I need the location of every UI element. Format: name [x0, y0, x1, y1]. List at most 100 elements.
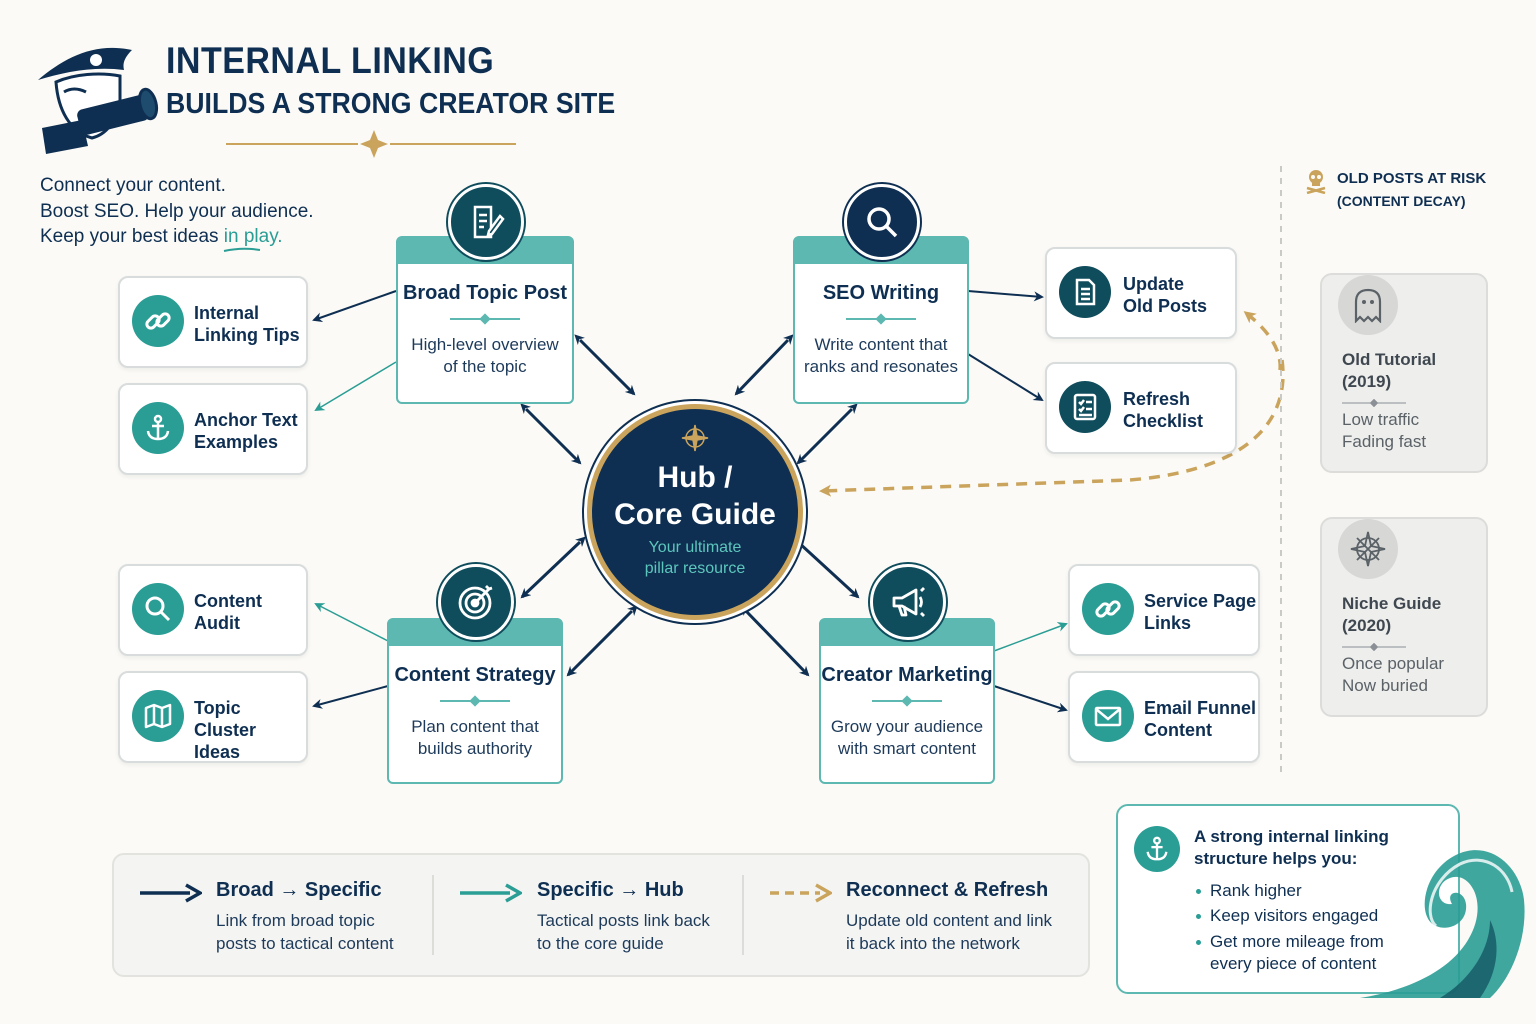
legend-arrow-solid-navy [140, 883, 202, 903]
compass-icon [1338, 519, 1398, 579]
leaf-line-2: Links [1144, 613, 1192, 633]
legend-desc-line-2: it back into the network [846, 934, 1020, 953]
legend-title-broad-specific: Broad → Specific [216, 879, 382, 901]
legend-desc-line-1: Update old content and link [846, 911, 1053, 930]
node-separator [872, 700, 942, 702]
leaf-line-2: Content [1144, 720, 1212, 740]
leaf-line-1: Email Funnel [1144, 698, 1257, 718]
document-pen-icon [448, 184, 524, 260]
benefits-heading-line-2: structure helps you: [1194, 849, 1358, 868]
link-icon [132, 295, 184, 347]
wave-icon [1360, 850, 1525, 998]
desc-line-1: Plan content that [411, 717, 539, 736]
desc-line-2: of the topic [443, 357, 527, 376]
risk-card-name: Niche Guide(2020) [1342, 593, 1441, 637]
legend-desc-line-1: Tactical posts link back [537, 911, 710, 930]
intro-accent: in play. [223, 226, 283, 247]
title-ornament [226, 130, 516, 158]
reconnect-path-to-hub [819, 359, 1285, 497]
leaf-line-1: Content [194, 591, 262, 611]
link-broad-to-tips [312, 290, 397, 323]
link-marketing-to-service [993, 622, 1068, 652]
intro-line-1: Connect your content. [40, 175, 226, 196]
leaf-line-2: Linking Tips [194, 325, 300, 345]
intro-text: Connect your content. Boost SEO. Help yo… [40, 173, 314, 250]
legend-desc-reconnect: Update old content and link it back into … [846, 909, 1052, 955]
hub-subtitle-line-1: Your ultimate [648, 539, 742, 556]
legend-divider [742, 875, 744, 955]
benefit-item: Keep visitors engaged [1210, 906, 1379, 925]
leaf-line-1: Topic Cluster [194, 698, 257, 740]
leaf-line-1: Internal [194, 303, 260, 323]
leaf-line-2: Old Posts [1123, 296, 1208, 316]
hub-title-line-2: Core Guide [614, 498, 776, 531]
risk-desc-line-2: Fading fast [1342, 432, 1427, 451]
pirate-mascot-icon [34, 36, 162, 154]
leaf-line-2: Ideas [194, 742, 241, 762]
intro-underline [223, 247, 261, 252]
risk-card-separator [1342, 643, 1406, 651]
link-marketing-to-email [993, 685, 1068, 713]
target-icon [438, 564, 514, 640]
hub-link-broad-1 [574, 334, 636, 396]
skull-icon [1306, 170, 1326, 194]
bullet-dot [1196, 889, 1201, 894]
checklist-icon [1059, 381, 1111, 433]
risk-name-line-1: Niche Guide [1342, 594, 1442, 613]
benefit-item: Get more mileage from [1210, 932, 1384, 951]
risk-card-name: Old Tutorial (2019) [1342, 349, 1436, 393]
link-seo-to-update [967, 290, 1044, 302]
leaf-line-1: Service Page [1144, 591, 1257, 611]
hub-link-broad-2 [520, 403, 582, 465]
link-broad-to-anchor [314, 361, 397, 412]
anchor-icon [132, 402, 184, 454]
hub-link-strategy-1 [520, 536, 586, 599]
map-icon [132, 690, 184, 742]
risk-name-line-2: (2019) [1342, 372, 1392, 391]
ghost-icon [1338, 275, 1398, 335]
risk-title-line-1: OLD POSTS AT RISK [1337, 170, 1487, 187]
risk-title-line-2: (CONTENT DECAY) [1337, 193, 1466, 209]
legend-title-reconnect: Reconnect & Refresh [846, 879, 1049, 901]
leaf-line-2: Checklist [1123, 411, 1204, 431]
legend-title-specific-hub: Specific → Hub [537, 879, 684, 901]
intro-line-2: Boost SEO. Help your audience. [40, 200, 314, 222]
megaphone-icon [870, 564, 946, 640]
hub-title: Hub /Core Guide [592, 459, 798, 533]
risk-name-line-1: Old Tutorial [1342, 350, 1437, 369]
hub-link-seo-2 [796, 403, 858, 465]
envelope-icon [1082, 690, 1134, 742]
hub-link-marketing-1 [792, 536, 860, 599]
node-title: SEO Writing [822, 282, 940, 304]
risk-desc-line-1: Once popular [1342, 654, 1445, 673]
